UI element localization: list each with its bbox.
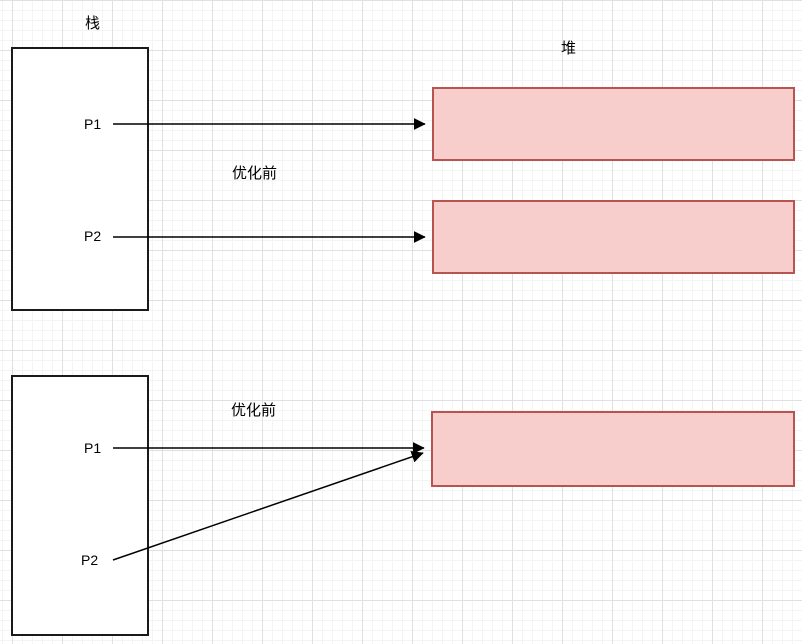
stack-title-label: 栈 [85, 15, 101, 32]
stack-box-top [11, 47, 149, 311]
heap-title-label: 堆 [561, 40, 577, 57]
arrow-p2-bottom [112, 450, 424, 561]
heap-block-top-1 [432, 87, 795, 161]
pointer-label-p1-top: P1 [84, 116, 102, 132]
pointer-label-p2-top: P2 [84, 228, 102, 244]
pointer-label-p1-bottom: P1 [84, 440, 102, 456]
stack-box-bottom [11, 375, 149, 636]
caption-before-top: 优化前 [232, 165, 278, 182]
heap-block-bottom [431, 411, 795, 487]
caption-before-bottom: 优化前 [231, 402, 277, 419]
pointer-label-p2-bottom: P2 [81, 552, 99, 568]
heap-block-top-2 [432, 200, 795, 274]
